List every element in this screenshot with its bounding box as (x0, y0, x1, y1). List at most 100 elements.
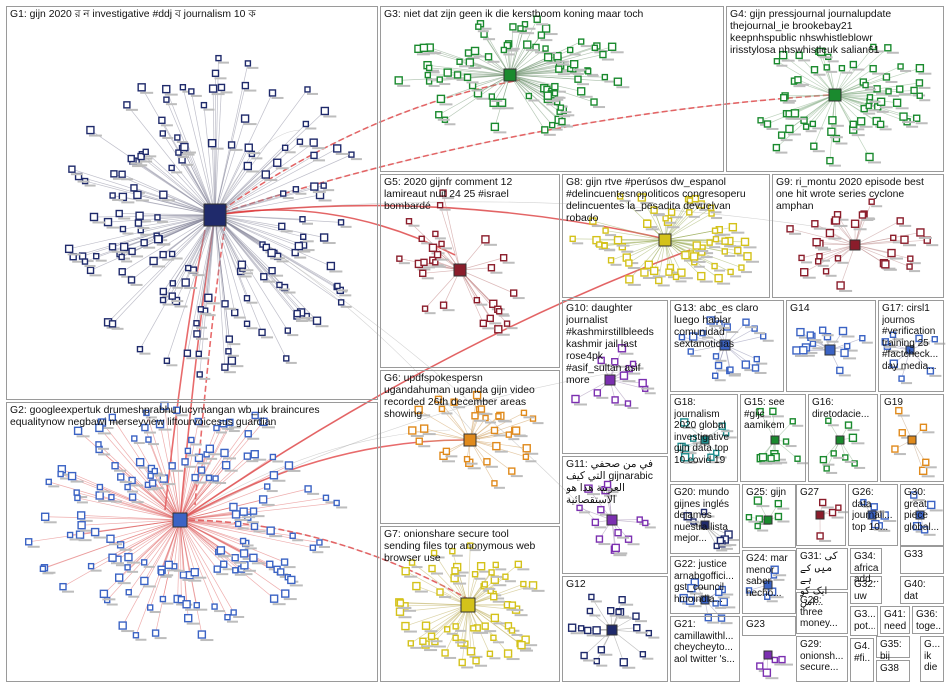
edge (469, 439, 512, 472)
account-node (714, 273, 723, 283)
node-label-line (743, 246, 757, 249)
node-label-line (583, 659, 596, 662)
node-label-line (873, 510, 886, 513)
node-label-line (287, 334, 299, 337)
account-node (159, 190, 168, 199)
account-node (715, 588, 723, 597)
node-label-line (609, 614, 622, 617)
account-node (509, 23, 517, 31)
node-label-line (756, 505, 770, 508)
account-node (778, 50, 788, 60)
node-label-line (423, 266, 436, 269)
node-label-line (70, 173, 83, 176)
account-node (195, 350, 202, 358)
account-node (456, 58, 463, 65)
node-label-line (318, 545, 330, 548)
account-node (147, 604, 154, 611)
account-node (428, 564, 436, 573)
account-node (310, 151, 318, 160)
node-label-line (182, 151, 196, 154)
edge (834, 94, 882, 103)
node-label-line (829, 136, 843, 139)
node-label-line (444, 656, 457, 659)
node-label-line (851, 134, 865, 137)
node-label-line (553, 90, 566, 93)
node-label-line (417, 268, 431, 271)
node-label-line (817, 248, 831, 251)
node-label-line (876, 92, 889, 95)
node-label-line (154, 474, 166, 477)
edge (214, 94, 831, 216)
account-node (491, 480, 498, 487)
account-node (267, 248, 276, 258)
node-label-line (550, 98, 564, 101)
group-g38-panel: G38 (876, 660, 910, 682)
account-node (692, 241, 701, 250)
group-label: G4... #fi... (854, 641, 871, 664)
node-label-line (777, 520, 790, 523)
node-label-line (193, 576, 207, 579)
account-node (707, 453, 715, 461)
account-node (128, 247, 136, 256)
group-g29-panel: G29: onionsh... secure... (796, 636, 848, 682)
node-label-line (773, 578, 785, 581)
edge (690, 344, 726, 352)
node-label-line (748, 520, 760, 523)
account-node (268, 89, 277, 97)
node-label-line (595, 634, 609, 637)
account-node (690, 435, 697, 442)
node-label-line (482, 327, 495, 330)
node-label-line (868, 109, 880, 112)
account-node (616, 193, 624, 200)
account-node (586, 607, 594, 615)
edge (78, 176, 216, 216)
node-label-line (244, 89, 257, 92)
account-node (251, 411, 259, 420)
account-node (706, 239, 713, 246)
node-label-line (145, 155, 157, 158)
node-label-line (524, 644, 538, 647)
node-label-line (882, 267, 896, 270)
node-label-line (426, 69, 440, 72)
node-label-line (854, 466, 866, 469)
account-node (249, 507, 258, 515)
node-label-line (160, 574, 174, 577)
account-node (687, 348, 694, 355)
account-node (309, 138, 318, 147)
node-label-line (757, 529, 769, 532)
group-g28-panel: G28: three money... (796, 592, 848, 634)
account-node (488, 569, 495, 576)
account-node (140, 576, 149, 586)
edge (400, 602, 469, 606)
edge (111, 496, 181, 521)
group-label: G4: gijn pressjournal journalupdate thej… (730, 9, 892, 56)
account-node (838, 64, 846, 72)
node-label-line (184, 287, 198, 290)
node-label-line (492, 107, 506, 110)
edge (813, 94, 836, 147)
edge (834, 46, 874, 96)
account-node (232, 567, 239, 574)
node-label-line (261, 503, 275, 506)
node-label-line (821, 334, 834, 337)
node-label-line (878, 529, 891, 532)
group-g39-panel: G... ik die (920, 636, 944, 682)
node-label-line (718, 326, 730, 329)
edge (128, 519, 181, 593)
node-label-line (140, 91, 154, 94)
account-node (64, 244, 74, 254)
account-node (714, 361, 723, 370)
node-label-line (826, 70, 838, 73)
node-label-line (90, 569, 102, 572)
account-node (451, 567, 459, 575)
account-node (838, 326, 848, 336)
account-node (476, 561, 486, 571)
node-label-line (627, 283, 641, 286)
node-label-line (315, 325, 329, 328)
edge (405, 604, 469, 607)
node-label-line (801, 261, 813, 264)
node-label-line (145, 416, 157, 419)
account-node (706, 316, 715, 325)
edge (146, 412, 181, 521)
group-g30-panel: G30: great piece global... (900, 484, 944, 546)
